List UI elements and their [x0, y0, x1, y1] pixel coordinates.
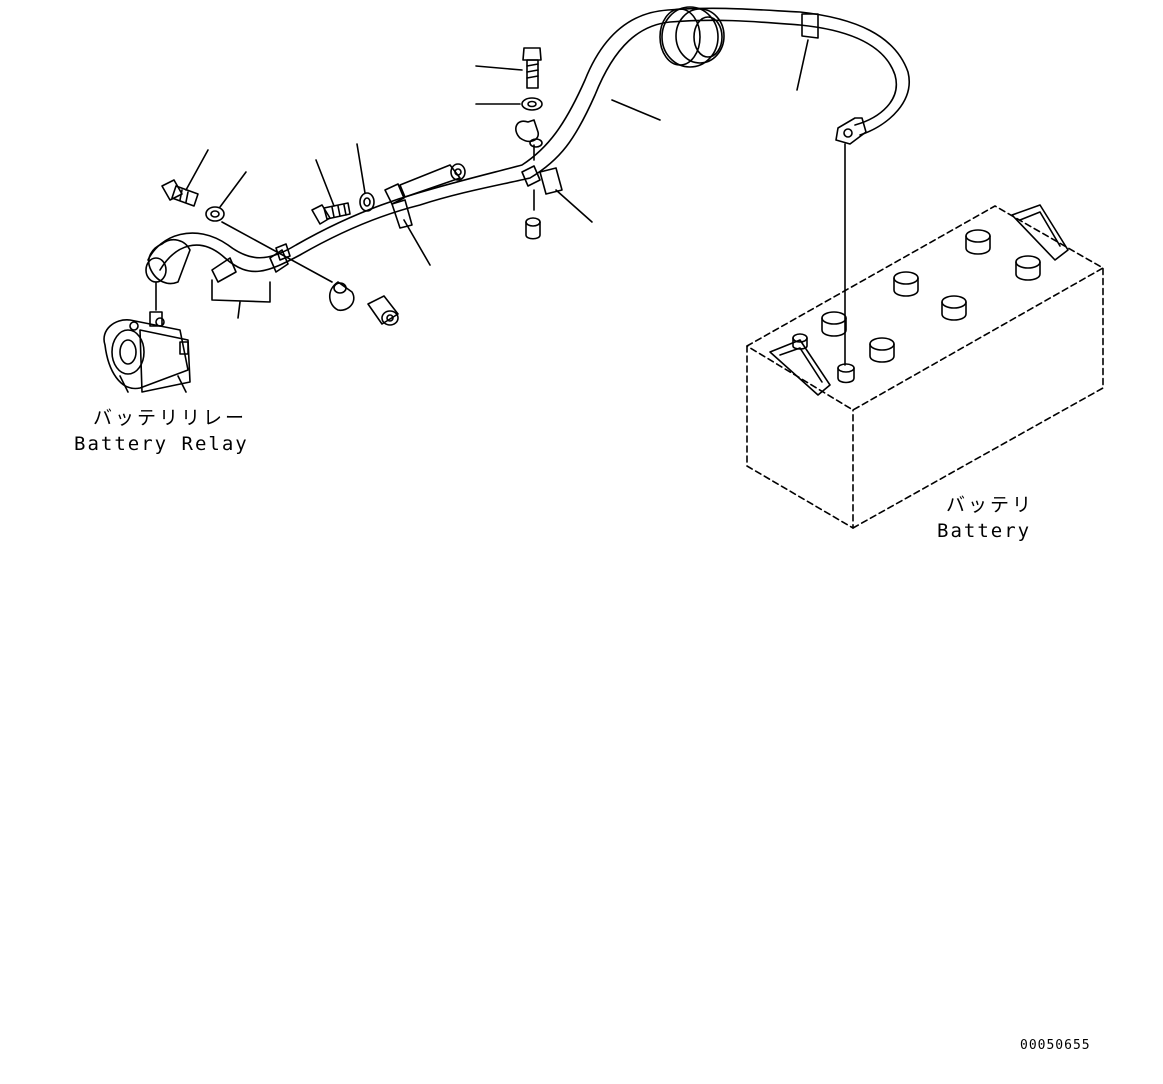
cable-terminal-battery: [835, 117, 867, 366]
battery-relay-label-jp: バッテリリレー: [93, 407, 248, 429]
battery-handle-right: [1011, 204, 1069, 261]
battery: [746, 205, 1104, 529]
battery-relay: [103, 311, 191, 393]
battery-label-jp: バッテリ: [946, 494, 1035, 516]
battery-handle-left: [769, 339, 831, 396]
battery-caps: [821, 229, 1041, 363]
bolt-left-center: [311, 159, 351, 225]
document-number: 00050655: [1020, 1038, 1091, 1053]
battery-terminal: [792, 333, 855, 384]
cable-tag: [211, 279, 271, 319]
bolt-top: [475, 47, 542, 89]
sleeve-middle: [399, 163, 466, 198]
battery-cable: [147, 7, 910, 273]
spacer-lower: [367, 295, 399, 326]
clamp-center: [521, 165, 593, 223]
clamp-middle: [384, 183, 431, 266]
bolt-left: [161, 149, 209, 207]
washer-top: [475, 97, 543, 111]
clip-lower: [328, 281, 355, 312]
washer-left-center: [356, 143, 375, 212]
battery-relay-label-en: Battery Relay: [74, 433, 249, 455]
clamp-relay-a: [211, 243, 291, 283]
battery-label-en: Battery: [937, 520, 1032, 542]
washer-left: [205, 171, 247, 222]
cable-band-top: [796, 13, 819, 91]
grommet: [659, 6, 725, 68]
clip-top: [515, 119, 543, 161]
leader-cable: [611, 99, 661, 121]
spacer-center: [525, 189, 541, 240]
cable-boot: [145, 238, 191, 311]
